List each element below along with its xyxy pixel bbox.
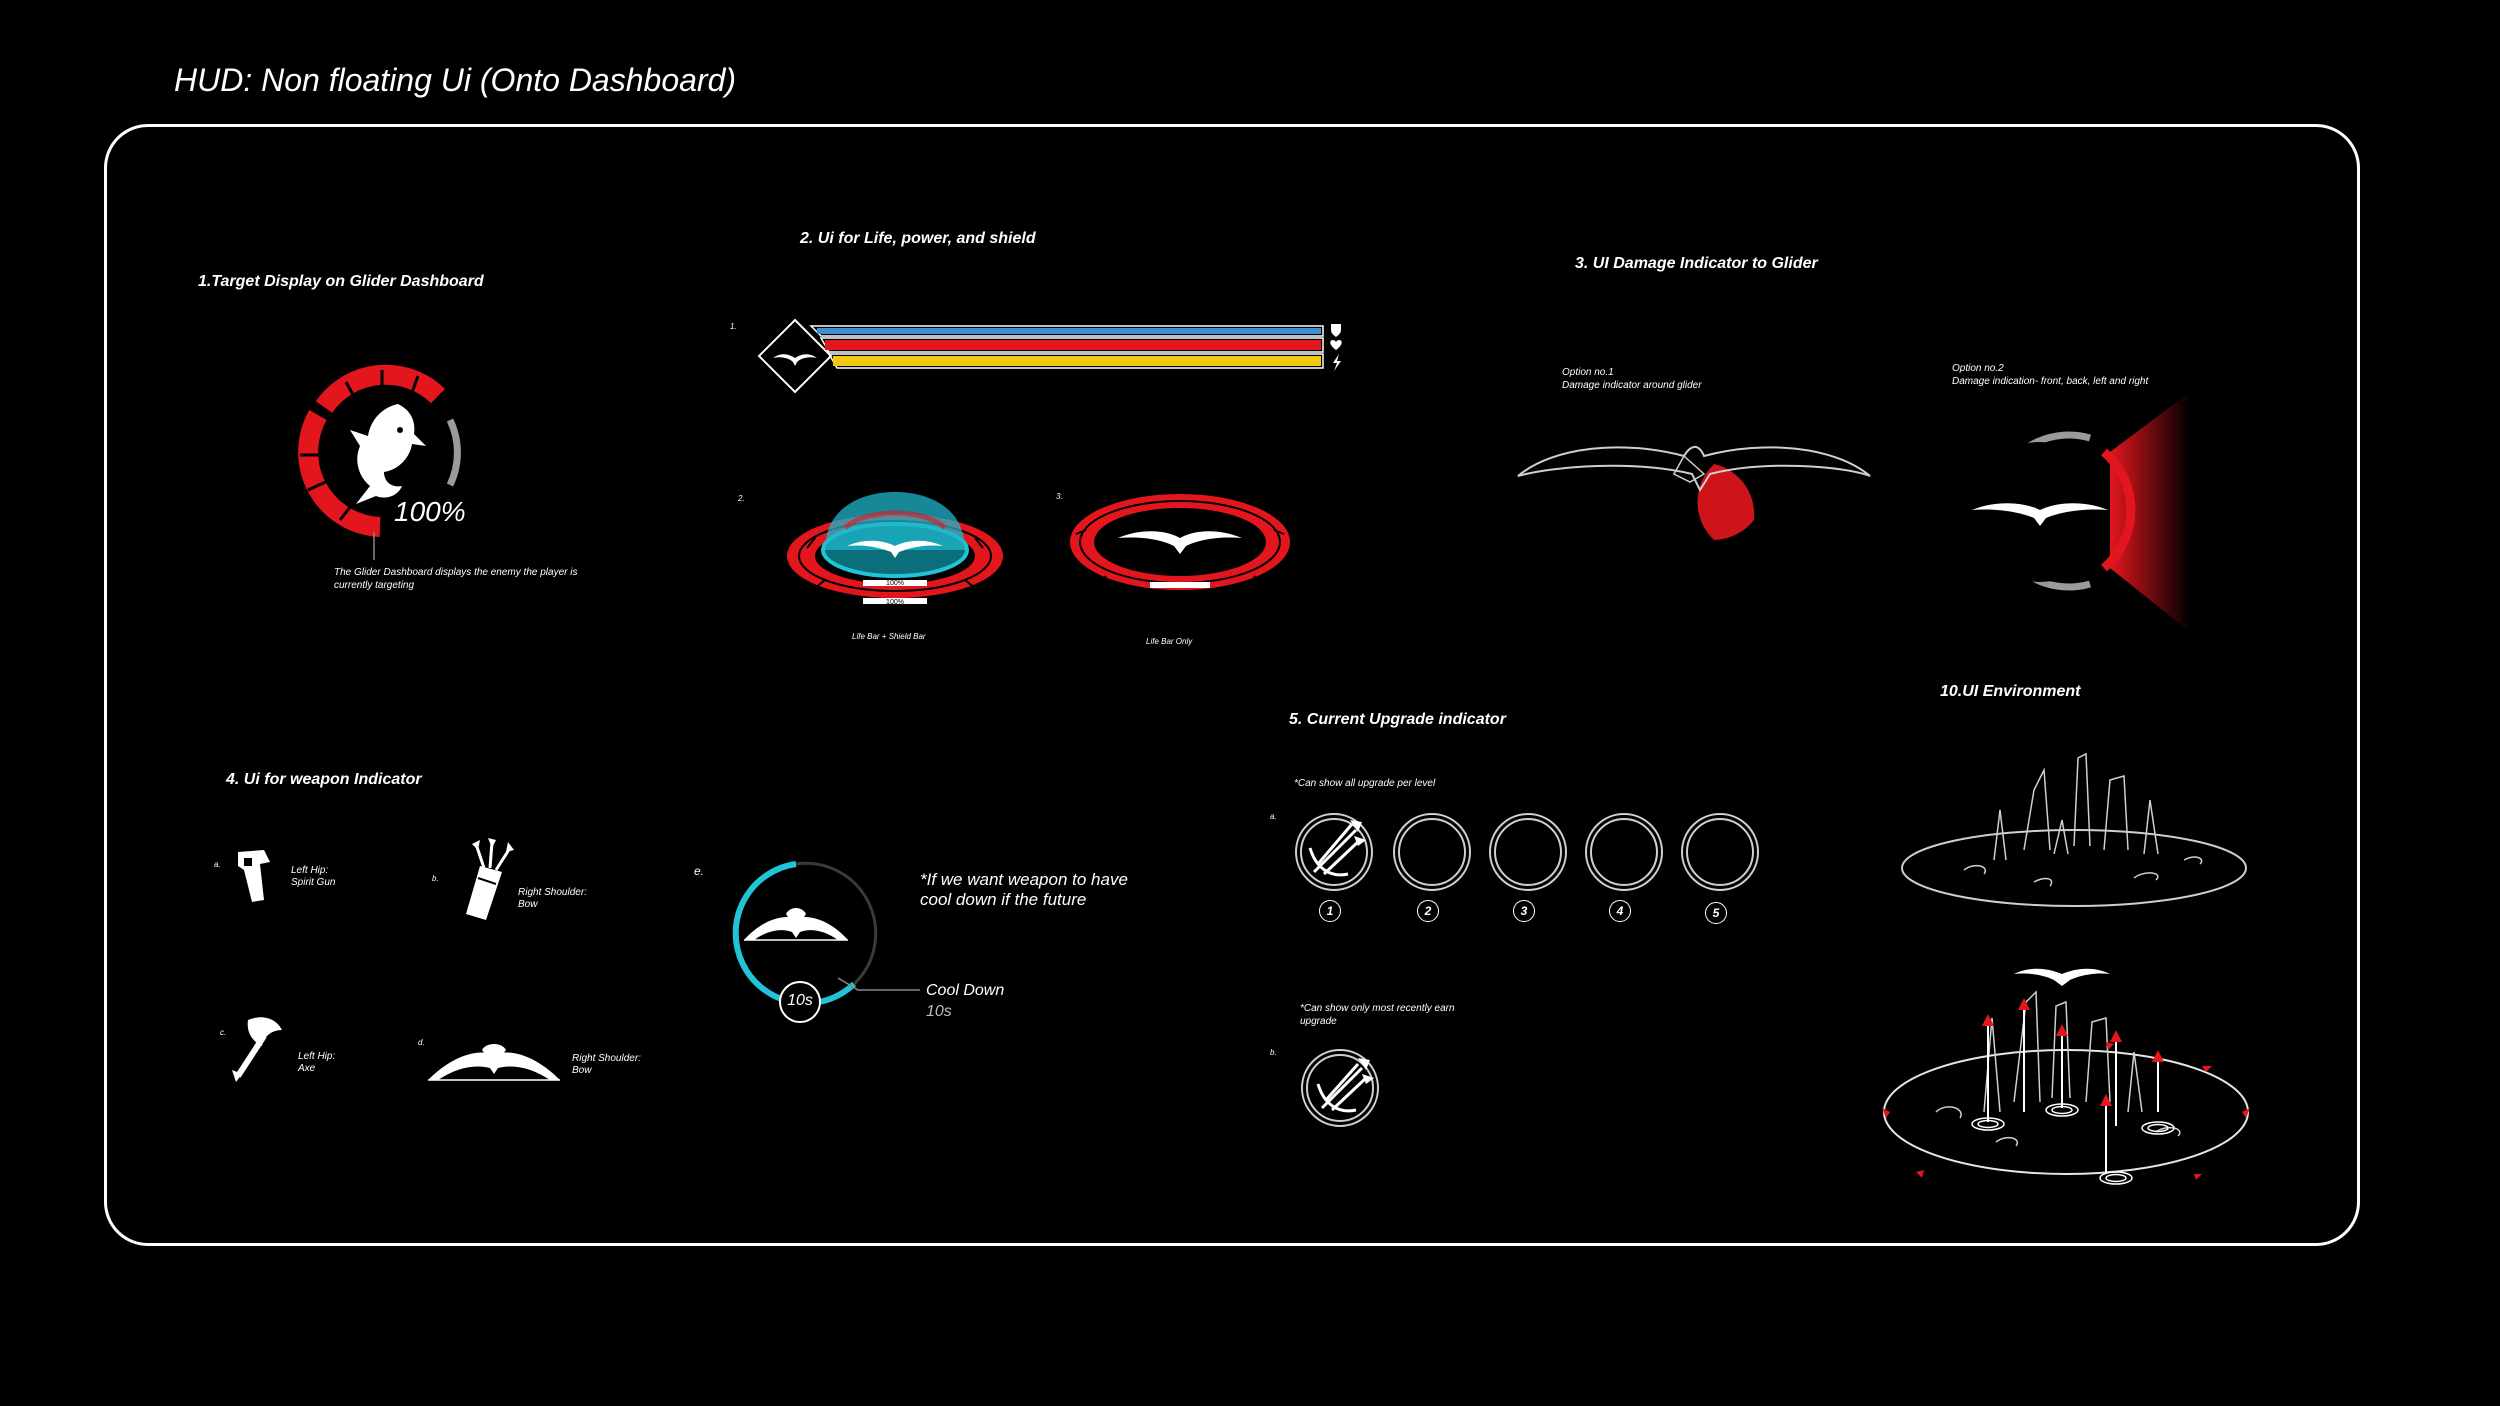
upgrade-level-5: 5 [1705,902,1727,924]
glider-damage-arc [1517,446,1871,540]
life-only-ring [1070,494,1290,590]
spirit-gun-icon [238,850,270,902]
axe-icon [232,1017,282,1082]
upgrade-level-4: 4 [1609,900,1631,922]
upgrade-option-b-marker: b. [1270,1048,1277,1057]
heart-icon [1330,340,1342,350]
directional-damage-ring [1970,392,2190,632]
option3-marker: 3. [1056,492,1063,501]
upgrade-level-1: 1 [1319,900,1341,922]
page-title: HUD: Non floating Ui (Onto Dashboard) [174,62,737,98]
damage-option2-desc: Damage indication- front, back, left and… [1952,376,2149,387]
shield-icon [1331,324,1341,337]
stat-bars [757,318,1342,394]
lightning-icon [1333,354,1341,371]
trident-icon [1308,823,1362,877]
life-power-shield-title: 2. Ui for Life, power, and shield [800,230,1036,247]
weapon-c-marker: c. [220,1028,227,1037]
damage-option1-title: Option no.1 [1562,367,1614,378]
upgrade-indicator-title: 5. Current Upgrade indicator [1289,711,1506,728]
damage-option2-title: Option no.2 [1952,363,2004,374]
shark-icon [350,404,426,504]
upgrade-level-3: 3 [1513,900,1535,922]
weapon-d-slot: Right Shoulder: [572,1053,641,1064]
weapon-c-slot: Left Hip: [298,1051,336,1062]
bow-icon [428,1044,560,1081]
dashboard-board [104,124,2360,1246]
weapon-e-marker: e. [694,864,705,878]
target-percent: 100% [394,496,466,527]
cooldown-ring [732,861,920,1023]
upgrade-option-a-marker: a. [1270,812,1277,821]
environment-title: 10.UI Environment [1940,683,2081,700]
cooldown-value: 10s [926,1003,952,1020]
shield-percent: 100% [886,580,904,587]
option2-marker: 2. [738,494,745,503]
life-shield-dome [787,492,1003,604]
damage-indicator-title: 3. UI Damage Indicator to Glider [1575,255,1818,272]
weapon-a-marker: a. [214,860,221,869]
environment-top [1901,752,2247,907]
weapon-a-name: Spirit Gun [291,877,336,888]
weapon-b-marker: b. [432,874,439,883]
cooldown-label: Cool Down [926,982,1005,999]
quiver-icon [466,838,514,920]
upgrade-option-a-note: *Can show all upgrade per level [1294,778,1436,789]
caption-life-only: Life Bar Only [1146,637,1193,646]
option1-marker: 1. [730,322,737,331]
caption-life-shield: Life Bar + Shield Bar [852,632,926,641]
upgrade-slots [1295,813,1759,891]
life-bar [825,340,1321,350]
damage-option1-desc: Damage indicator around glider [1562,380,1702,391]
weapon-a-slot: Left Hip: [291,865,329,876]
cooldown-note: *If we want weapon to have cool down if … [920,870,1128,909]
life-percent: 100% [886,599,904,606]
recent-upgrade-slot [1301,1049,1379,1127]
trident-icon [1316,1063,1368,1113]
shield-bar [817,328,1321,334]
weapon-d-name: Bow [572,1065,592,1076]
environment-bottom [1882,968,2250,1185]
target-description: The Glider Dashboard displays the enemy … [334,567,578,591]
upgrade-option-b-note: *Can show only most recently earn upgrad… [1300,1003,1455,1027]
weapon-c-name: Axe [298,1063,316,1074]
upgrade-level-2: 2 [1417,900,1439,922]
weapon-b-name: Bow [518,899,538,910]
weapon-indicator-title: 4. Ui for weapon Indicator [226,771,422,788]
power-bar [833,356,1321,366]
cooldown-timer: 10s [787,992,813,1009]
weapon-d-marker: d. [418,1038,425,1047]
weapon-b-slot: Right Shoulder: [518,887,587,898]
target-display-title: 1.Target Display on Glider Dashboard [198,273,484,290]
life-only-percent: 100% [1159,593,1177,600]
